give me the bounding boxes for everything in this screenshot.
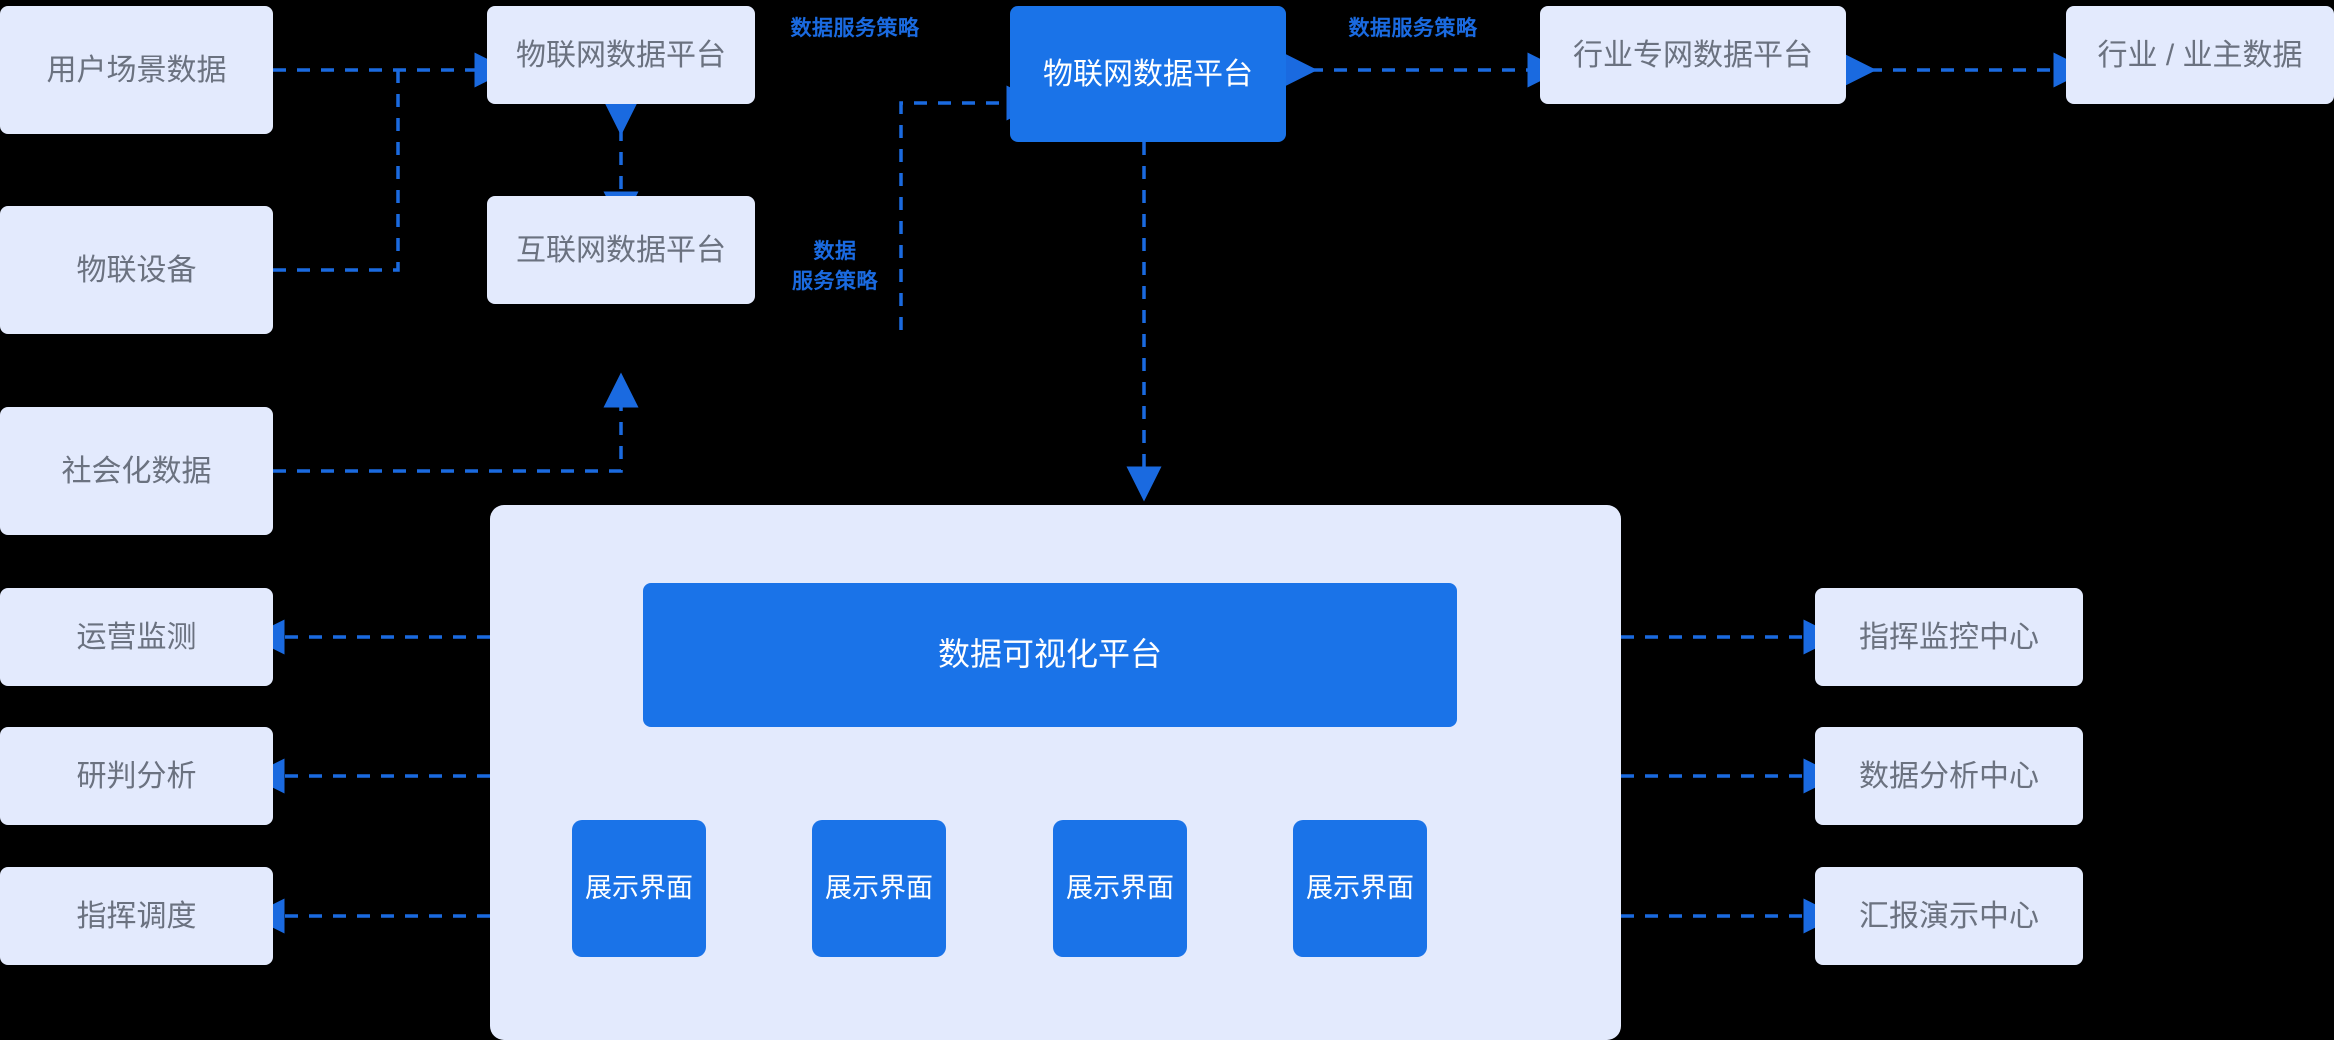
platform-industry-owner-data-label: 行业 / 业主数据 — [2097, 38, 2303, 72]
platform-industry-private-network[interactable]: 行业专网数据平台 — [1540, 6, 1846, 104]
outcome-report-presentation-center-label: 汇报演示中心 — [1859, 899, 2039, 933]
visualization-platform-label: 数据可视化平台 — [937, 636, 1162, 673]
outcome-data-analysis-center[interactable]: 数据分析中心 — [1815, 727, 2083, 825]
platform-iot-data-platform-center-label: 物联网数据平台 — [1043, 57, 1253, 91]
outcome-command-dispatch-label: 指挥调度 — [76, 899, 197, 933]
connector-label-data-service-policy-1: 数据服务策略 — [790, 17, 920, 40]
outcome-command-monitoring-center-label: 指挥监控中心 — [1859, 620, 2039, 654]
outcome-judgement-analysis-label: 研判分析 — [76, 759, 197, 793]
source-iot-device[interactable]: 物联设备 — [0, 206, 273, 334]
display-interface-1[interactable]: 展示界面 — [572, 820, 706, 957]
source-iot-device-label: 物联设备 — [76, 253, 197, 287]
wire-internet-platform-to-iot-center — [899, 85, 1042, 330]
platform-iot-data-platform-left[interactable]: 物联网数据平台 — [487, 6, 755, 104]
wire-iot-device-to-iot-platform — [273, 70, 400, 272]
display-interface-2[interactable]: 展示界面 — [812, 820, 946, 957]
source-user-scene-data[interactable]: 用户场景数据 — [0, 6, 273, 134]
display-interface-4[interactable]: 展示界面 — [1293, 820, 1427, 957]
platform-internet-data-platform[interactable]: 互联网数据平台 — [487, 196, 755, 304]
platform-industry-owner-data[interactable]: 行业 / 业主数据 — [2066, 6, 2334, 104]
outcome-data-analysis-center-label: 数据分析中心 — [1859, 759, 2039, 793]
outcome-operation-monitoring[interactable]: 运营监测 — [0, 588, 273, 686]
outcome-report-presentation-center[interactable]: 汇报演示中心 — [1815, 867, 2083, 965]
platform-iot-data-platform-left-label: 物联网数据平台 — [516, 38, 726, 72]
source-user-scene-data-label: 用户场景数据 — [46, 53, 227, 87]
source-social-data-label: 社会化数据 — [61, 454, 212, 488]
outcome-judgement-analysis[interactable]: 研判分析 — [0, 727, 273, 825]
platform-iot-data-platform-center[interactable]: 物联网数据平台 — [1010, 6, 1286, 142]
outcome-operation-monitoring-label: 运营监测 — [76, 620, 197, 654]
platform-internet-data-platform-label: 互联网数据平台 — [516, 233, 726, 267]
display-interface-1-label: 展示界面 — [585, 872, 693, 903]
connector-label-data-service-policy-3: 数据服务策略 — [1348, 17, 1478, 40]
source-social-data[interactable]: 社会化数据 — [0, 407, 273, 535]
outcome-command-monitoring-center[interactable]: 指挥监控中心 — [1815, 588, 2083, 686]
visualization-platform[interactable]: 数据可视化平台 — [643, 583, 1457, 727]
connector-label-data-service-policy-2: 数据 服务策略 — [792, 240, 878, 294]
display-interface-3-label: 展示界面 — [1066, 872, 1174, 903]
display-interface-2-label: 展示界面 — [825, 872, 933, 903]
wire-social-data-to-internet-platform — [273, 372, 639, 473]
outcome-command-dispatch[interactable]: 指挥调度 — [0, 867, 273, 965]
platform-industry-private-network-label: 行业专网数据平台 — [1573, 38, 1813, 72]
display-interface-4-label: 展示界面 — [1306, 872, 1414, 903]
display-interface-3[interactable]: 展示界面 — [1053, 820, 1187, 957]
